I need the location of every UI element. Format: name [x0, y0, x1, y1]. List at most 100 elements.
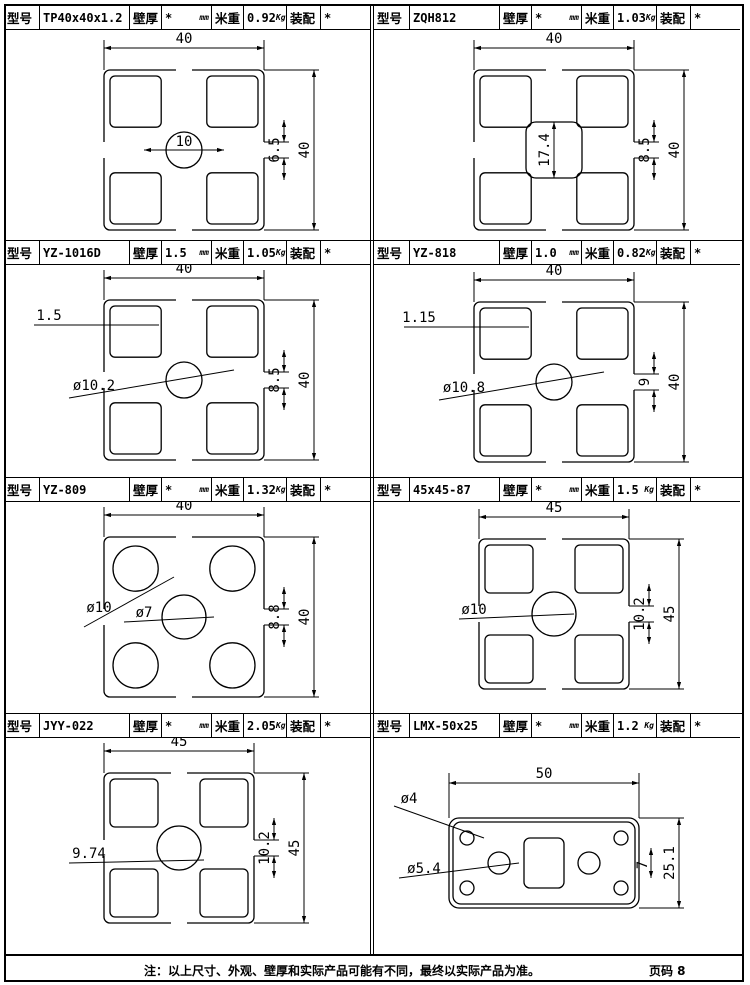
weight-value: 1.5 — [617, 482, 639, 497]
extension-line — [398, 862, 520, 879]
footer: 注：以上尺寸、外观、壁厚和实际产品可能有不同，最终以实际产品为准。 页码 8 — [4, 954, 744, 984]
page-number: 页码 8 — [649, 964, 686, 978]
footer-note: 注：以上尺寸、外观、壁厚和实际产品可能有不同，最终以实际产品为准。 — [144, 964, 541, 978]
dim-extra1: 1.15 — [402, 310, 436, 326]
model-value: YZ-1016D — [40, 241, 130, 264]
wall-unit: mm — [199, 721, 209, 730]
assembly-label: 装配 — [287, 6, 321, 29]
model-label: 型号 — [374, 6, 410, 29]
model-label: 型号 — [374, 241, 410, 264]
assembly-value: * — [694, 482, 702, 497]
dim-width: 40 — [546, 31, 563, 47]
assembly-value: * — [324, 245, 332, 260]
model-value: LMX-50x25 — [410, 714, 500, 737]
wall-unit: mm — [569, 13, 579, 22]
dim-extra1: ø4 — [401, 791, 418, 807]
page-frame — [4, 4, 744, 982]
wall-value: 1.5 — [165, 245, 187, 260]
assembly-value: * — [324, 10, 332, 25]
dim-extra1: 9.74 — [72, 846, 106, 862]
weight-label: 米重 — [212, 714, 244, 737]
extension-line — [458, 613, 575, 620]
weight-unit: Kg — [645, 248, 656, 257]
model-value: 45x45-87 — [410, 478, 500, 501]
dim-extra2: ø10.2 — [73, 378, 115, 394]
dim-slot: 6.5 — [267, 137, 283, 162]
weight-value: 1.2 — [617, 718, 639, 733]
dim-height: 45 — [287, 840, 303, 857]
dim-height: 40 — [297, 609, 313, 626]
dim-slot: 9 — [637, 378, 653, 386]
profile-cross-section — [448, 817, 640, 909]
assembly-label: 装配 — [287, 714, 321, 737]
wall-label: 壁厚 — [130, 6, 162, 29]
wall-unit: mm — [569, 721, 579, 730]
weight-label: 米重 — [582, 241, 614, 264]
model-label: 型号 — [4, 6, 40, 29]
extension-line — [68, 859, 205, 864]
dim-height: 45 — [662, 606, 678, 623]
wall-label: 壁厚 — [500, 6, 532, 29]
weight-label: 米重 — [212, 478, 244, 501]
assembly-value: * — [694, 245, 702, 260]
profile-cross-section — [478, 538, 630, 690]
dim-width: 40 — [176, 31, 193, 47]
dim-height: 25.1 — [662, 846, 678, 880]
dim-width: 45 — [171, 738, 188, 750]
weight-unit: Kg — [645, 13, 656, 22]
model-value: JYY-022 — [40, 714, 130, 737]
weight-value: 1.03 — [617, 10, 646, 25]
profile-cross-section — [473, 301, 635, 463]
model-label: 型号 — [374, 714, 410, 737]
model-value: YZ-809 — [40, 478, 130, 501]
wall-unit: mm — [199, 248, 209, 257]
assembly-value: * — [694, 718, 702, 733]
weight-unit: Kg — [275, 721, 286, 730]
dim-extra1: 17.4 — [537, 133, 553, 167]
assembly-label: 装配 — [657, 6, 691, 29]
dim-height: 40 — [667, 142, 683, 159]
dim-slot: 7 — [635, 861, 651, 869]
dim-slot: 8.5 — [637, 137, 653, 162]
dim-height: 40 — [667, 374, 683, 391]
wall-value: * — [165, 482, 173, 497]
dim-extra2: ø10.8 — [443, 380, 485, 396]
assembly-label: 装配 — [287, 241, 321, 264]
weight-label: 米重 — [582, 714, 614, 737]
profile-cross-section — [103, 299, 265, 461]
wall-value: 1.0 — [535, 245, 557, 260]
profile-drawing: 40 40 8.5 17.4 — [374, 30, 740, 239]
dim-extra1: ø10 — [461, 602, 486, 618]
wall-unit: mm — [199, 13, 209, 22]
weight-value: 1.05 — [247, 245, 276, 260]
weight-value: 2.05 — [247, 718, 276, 733]
dim-extra1: ø10 — [86, 600, 111, 616]
model-value: ZQH812 — [410, 6, 500, 29]
dim-height: 40 — [297, 142, 313, 159]
weight-label: 米重 — [212, 6, 244, 29]
dim-width: 45 — [546, 502, 563, 516]
